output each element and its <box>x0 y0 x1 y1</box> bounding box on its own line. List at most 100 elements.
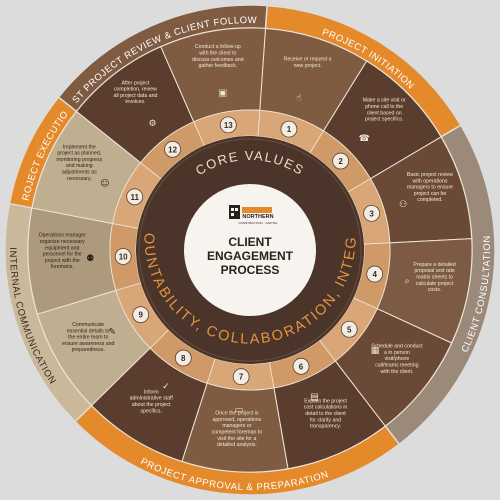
center-title-line1: CLIENT <box>228 235 272 249</box>
step-text-line: Implement the <box>63 144 96 150</box>
step-number-13: 13 <box>224 121 233 130</box>
step-text-line: a in person <box>384 350 410 356</box>
step-number-4: 4 <box>372 270 377 279</box>
step-number-10: 10 <box>119 252 128 261</box>
step-text-line: client based on <box>367 110 402 116</box>
writing-hand-icon: ✎ <box>109 327 117 337</box>
step-text-line: organize necessary <box>40 239 85 245</box>
step-number-7: 7 <box>239 373 244 382</box>
document-search-icon: ⌕ <box>405 276 410 286</box>
step-number-badge <box>219 116 237 134</box>
step-text-line: detail to the client <box>305 411 346 417</box>
group-icon: ⚉ <box>86 254 94 264</box>
person-icon: ☺ <box>100 178 109 189</box>
step-number-badge <box>292 357 310 375</box>
step-text-line: Operations manager <box>39 233 87 239</box>
step-text-line: approved, operations <box>213 417 262 423</box>
step-number-badge <box>232 368 250 386</box>
step-text-line: matrix sheets to <box>416 274 453 280</box>
receipt-icon: ▭ <box>235 406 244 416</box>
step-text-line: the entire team to <box>68 335 108 341</box>
step-text-line: transparency. <box>310 424 341 430</box>
clipboard-icon: ▣ <box>218 88 227 98</box>
step-text-line: Make a site visit or <box>363 98 406 104</box>
step-text-line: completion, review <box>114 87 157 93</box>
step-wedges <box>27 27 473 473</box>
step-number-badge <box>126 188 144 206</box>
step-text-line: phone call to the <box>365 104 403 110</box>
step-number-11: 11 <box>130 193 139 202</box>
step-text-line: about the project <box>132 402 171 408</box>
step-text-line: project specifics. <box>365 117 403 123</box>
step-text-line: new project. <box>294 63 322 69</box>
step-number-2: 2 <box>338 157 343 166</box>
step-text-line: Communicate <box>72 322 104 328</box>
step-text-line: Schedule and conduct <box>371 344 423 350</box>
step-number-badge <box>114 248 132 265</box>
step-text-line: completed. <box>417 197 442 203</box>
step-text-line: equipment and <box>45 245 79 251</box>
step-number-badge <box>164 140 182 158</box>
step-text-line: Basic project review <box>407 172 453 178</box>
step-text-line: detailed analysis. <box>217 442 257 448</box>
step-text-line: costs. <box>428 287 442 293</box>
step-text-line: with operations <box>413 178 448 184</box>
step-number-1: 1 <box>287 125 292 134</box>
step-text-line: essential details to <box>67 328 110 334</box>
center-title-line3: PROCESS <box>221 263 280 277</box>
step-text-line: visit the site for a <box>217 436 256 442</box>
step-text-line: preparedness. <box>72 347 105 353</box>
step-number-badge <box>174 349 192 367</box>
step-text-line: proposal and rate <box>414 268 454 274</box>
step-text-line: Receive or request a <box>284 57 332 63</box>
step-text-line: visit/phone <box>384 356 409 362</box>
step-text-line: necessary. <box>67 176 92 182</box>
building-logo-icon <box>229 205 272 219</box>
step-number-12: 12 <box>168 145 177 154</box>
step-number-badge <box>332 152 350 170</box>
core-ring-edge <box>138 138 362 362</box>
step-text-line: Conduct a follow-up <box>195 44 241 50</box>
step-text-line: discuss outcomes and <box>192 57 243 63</box>
step-text-line: project as planned, <box>57 151 101 157</box>
step-text-line: Explain the project <box>304 398 347 404</box>
step-text-line: invoices. <box>125 99 145 105</box>
step-text-line: managers to ensure <box>407 185 453 191</box>
checkmark-icon: ✓ <box>162 382 170 392</box>
step-text-line: specifics. <box>141 408 162 414</box>
step-text-line: all project data and <box>114 93 158 99</box>
step-text-line: After project <box>121 80 150 86</box>
step-number-badge <box>280 120 298 138</box>
logo-subtext: CONSTRUCTION · CAPITAL <box>238 221 277 225</box>
step-text-line: Inform <box>144 389 159 395</box>
step-number-5: 5 <box>347 325 352 334</box>
step-number-badge <box>363 204 380 222</box>
step-text-line: and making <box>66 163 93 169</box>
calculator-icon: ▦ <box>371 346 380 356</box>
step-number-3: 3 <box>369 209 374 218</box>
step-text-line: competent foreman to <box>212 430 263 436</box>
step-text-line: ensure awareness and <box>62 341 115 347</box>
center-circle <box>184 184 316 316</box>
step-text-line: for clarity and <box>310 417 341 423</box>
step-text-line: foremans. <box>51 264 74 270</box>
calendar-icon: ▤ <box>310 393 319 403</box>
step-text-line: cost calculations in <box>304 405 348 411</box>
phone-icon: ☎ <box>359 134 370 144</box>
gears-icon: ⚙ <box>148 119 156 129</box>
step-text-line: personnel for the <box>43 252 82 258</box>
step-text-line: gather feedback. <box>199 63 238 69</box>
